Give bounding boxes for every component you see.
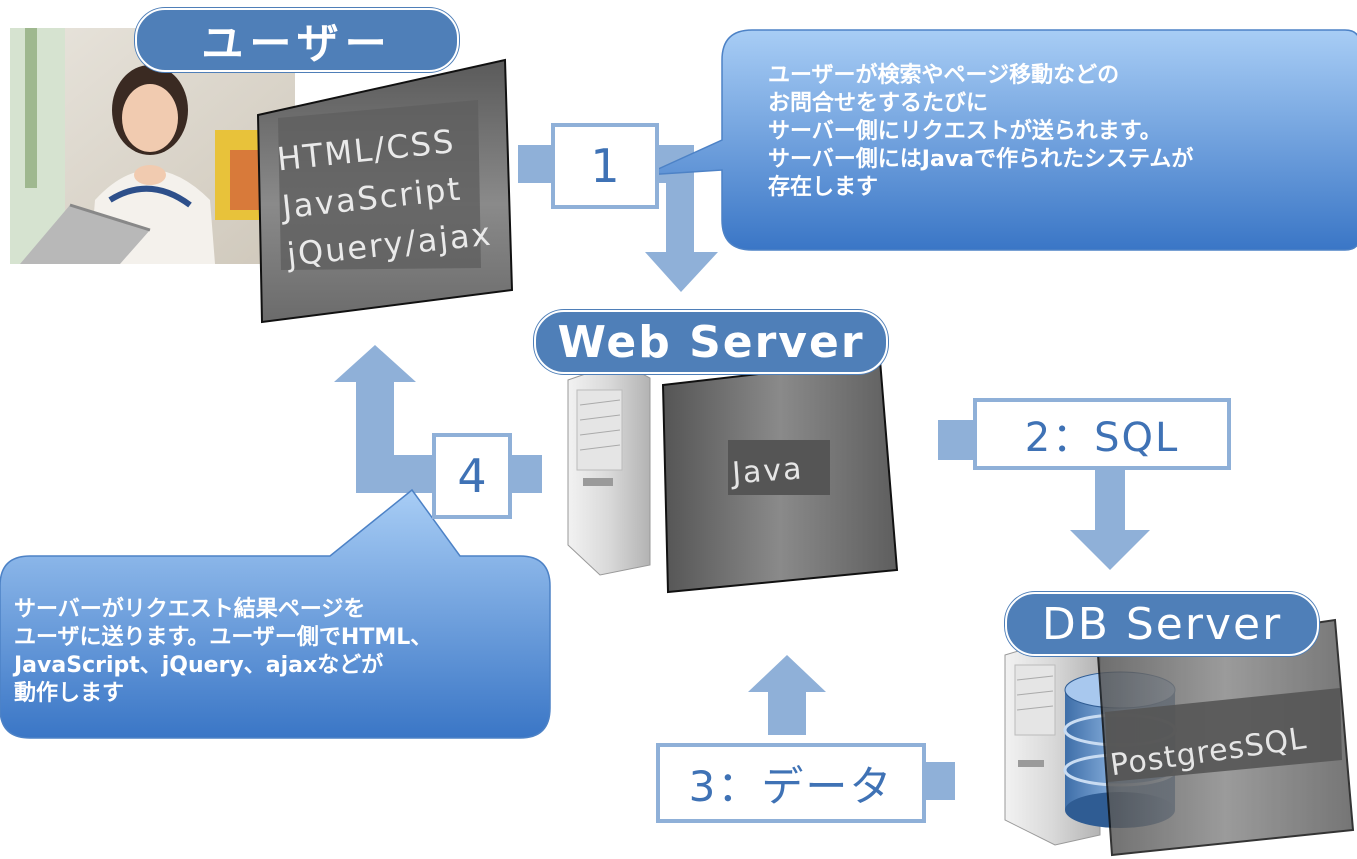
web-tech-text: Java bbox=[729, 451, 805, 491]
step-3-box: 3：データ bbox=[656, 743, 926, 823]
response-line: サーバーがリクエスト結果ページを bbox=[14, 597, 366, 622]
user-screen-panel bbox=[256, 58, 514, 324]
web-server-screen-panel bbox=[661, 358, 899, 594]
step-3-label: 3：データ bbox=[688, 761, 894, 811]
step-2-label: 2：SQL bbox=[1024, 415, 1180, 461]
arrow-data bbox=[748, 655, 955, 800]
response-line: JavaScript、jQuery、ajaxなどが bbox=[14, 653, 384, 678]
step-2-box: 2：SQL bbox=[973, 398, 1231, 470]
request-line: ユーザーが検索やページ移動などの bbox=[768, 63, 1120, 88]
response-line: 動作します bbox=[14, 681, 125, 706]
step-1-label: 1 bbox=[590, 139, 620, 193]
request-line: 存在します bbox=[768, 175, 879, 200]
db-server-badge: DB Server bbox=[1005, 592, 1319, 656]
request-callout-text: ユーザーが検索やページ移動などの お問合せをするたびに サーバー側にリクエストが… bbox=[768, 62, 1193, 202]
response-callout-text: サーバーがリクエスト結果ページを ユーザに送ります。ユーザー側でHTML、 Ja… bbox=[14, 596, 432, 708]
arrow-sql bbox=[938, 420, 1150, 570]
request-callout bbox=[644, 29, 1357, 251]
web-server-tower bbox=[567, 361, 651, 576]
response-line: ユーザに送ります。ユーザー側でHTML、 bbox=[14, 625, 433, 650]
web-server-badge-label: Web Server bbox=[557, 316, 865, 368]
request-line: サーバー側にはJavaで作られたシステムが bbox=[768, 147, 1194, 172]
request-line: お問合せをするたびに bbox=[768, 91, 989, 116]
db-server-badge-label: DB Server bbox=[1041, 598, 1283, 650]
request-line: サーバー側にリクエストが送られます。 bbox=[768, 119, 1162, 144]
db-server-screen-panel bbox=[1096, 618, 1355, 857]
step-4-label: 4 bbox=[457, 449, 487, 503]
user-badge: ユーザー bbox=[135, 8, 459, 72]
step-1-box: 1 bbox=[551, 123, 659, 209]
arrow-response bbox=[334, 345, 542, 493]
user-badge-label: ユーザー bbox=[201, 18, 393, 68]
web-server-badge: Web Server bbox=[534, 310, 888, 374]
response-callout bbox=[0, 488, 551, 739]
step-4-box: 4 bbox=[432, 433, 512, 519]
